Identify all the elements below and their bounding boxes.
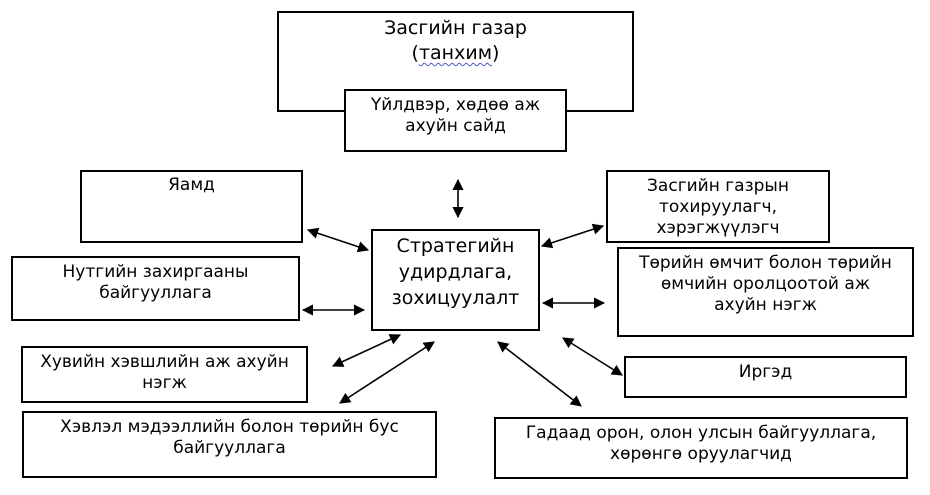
state-owned-box: Төрийн өмчит болон төрийн өмчийн оролцоо…: [617, 247, 914, 337]
media-ngo-line2: байгууллага: [173, 438, 286, 458]
sector-minister-box: Үйлдвэр, хөдөө аж ахуйн сайд: [344, 89, 567, 152]
ministry-box: Яамд: [80, 170, 303, 243]
citizens-label: Иргэд: [738, 362, 793, 382]
local-government-line1: Нутгийн захиргааны: [62, 262, 249, 282]
private-sector-line2: нэгж: [142, 373, 187, 393]
state-owned-line3: ахуйн нэгж: [714, 295, 817, 315]
citizens-box: Иргэд: [624, 356, 907, 398]
center-box: Стратегийн удирдлага, зохицуулалт: [371, 229, 540, 331]
foreign-line1: Гадаад орон, олон улсын байгууллага,: [525, 423, 877, 443]
coordinator-line3: хэрэгжүүлэгч: [656, 218, 780, 238]
arrow-coordinator-center: [540, 223, 605, 249]
ministry-label: Яамд: [168, 175, 215, 195]
coordinator-line1: Засгийн газрын: [647, 176, 789, 196]
private-sector-box: Хувийн хэвшлийн аж ахуйн нэгж: [21, 346, 308, 403]
coordinator-box: Засгийн газрын тохируулагч, хэрэгжүүлэгч: [606, 170, 830, 243]
center-line2: удирдлага,: [398, 261, 513, 283]
center-line3: зохицуулалт: [391, 287, 520, 309]
arrow-citizens-center: [562, 337, 623, 376]
sector-minister-line2: ахуйн сайд: [405, 116, 506, 136]
arrow-ministry-center: [306, 227, 370, 253]
local-government-line2: байгууллага: [99, 283, 212, 303]
arrow-foreign-center: [497, 341, 582, 407]
coordinator-line2: тохируулагч,: [659, 197, 777, 217]
private-sector-line1: Хувийн хэвшлийн аж ахуйн: [40, 352, 289, 372]
center-line1: Стратегийн: [396, 235, 515, 257]
media-ngo-box: Хэвлэл мэдээллийн болон төрийн бус байгу…: [22, 411, 437, 478]
state-owned-line1: Төрийн өмчит болон төрийн: [639, 253, 892, 273]
arrow-media-center: [339, 341, 435, 404]
foreign-box: Гадаад орон, олон улсын байгууллага, хөр…: [494, 417, 908, 479]
arrow-private-center: [331, 334, 402, 367]
government-title: Засгийн газар: [384, 17, 527, 39]
media-ngo-line1: Хэвлэл мэдээллийн болон төрийн бус: [60, 417, 399, 437]
foreign-line2: хөрөнгө оруулагчид: [610, 444, 792, 464]
state-owned-line2: өмчийн оролцоотой аж: [660, 274, 871, 294]
government-subtitle: (танхим): [411, 42, 500, 64]
sector-minister-line1: Үйлдвэр, хөдөө аж: [370, 95, 541, 115]
local-government-box: Нутгийн захиргааны байгууллага: [11, 256, 300, 321]
